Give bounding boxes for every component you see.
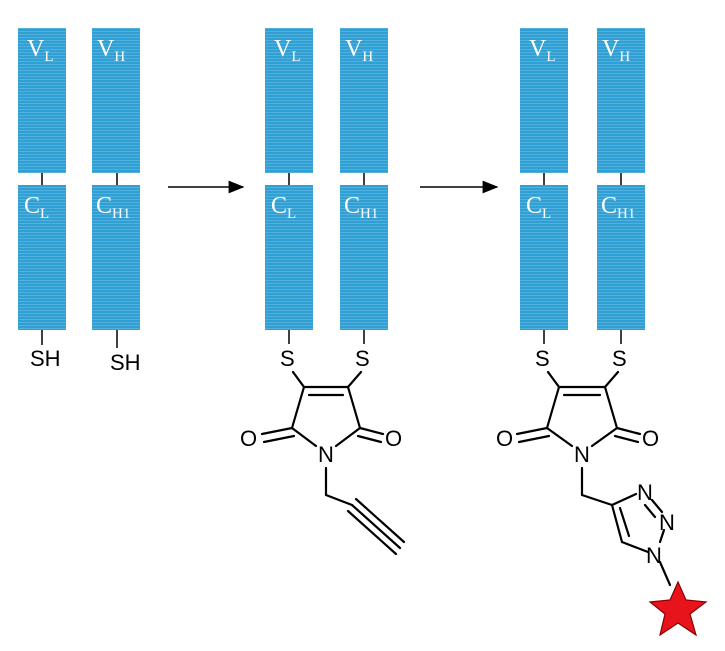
vh-label: V: [602, 36, 620, 62]
nitrogen: N: [318, 442, 334, 467]
oxygen-left: O: [240, 426, 257, 451]
triazole-n3: N: [637, 480, 653, 505]
svg-text:VL: VL: [529, 36, 556, 65]
svg-text:CL: CL: [271, 193, 296, 222]
thiol-heavy: SH: [110, 350, 141, 375]
ch1-domain: [92, 185, 140, 330]
cl-domain: [18, 185, 66, 330]
svg-text:VH: VH: [97, 36, 125, 65]
vl-label: V: [529, 36, 547, 62]
svg-text:CH1: CH1: [601, 193, 635, 222]
nitrogen: N: [574, 442, 590, 467]
red-star-icon: [648, 580, 708, 637]
cl-label: C: [271, 193, 287, 219]
cl-domain: [265, 185, 313, 330]
fab-fluorophore-conjugate: VL VH CL CH1 S S O O N: [496, 28, 708, 637]
triazole-linker: [580, 466, 672, 587]
fab-reduced: VL VH CL CH1 SH SH: [18, 28, 141, 375]
vh-label: V: [97, 36, 115, 62]
vl-label: V: [274, 36, 292, 62]
vl-domain: [18, 28, 66, 173]
vh-label: V: [345, 36, 363, 62]
sulfur-light: S: [535, 346, 550, 371]
oxygen-right: O: [642, 426, 659, 451]
cl-label: C: [24, 193, 40, 219]
ch1-label: C: [344, 193, 360, 219]
sulfur-light: S: [280, 346, 295, 371]
fab-alkyne-bridged: VL VH CL CH1 S S O O N: [240, 28, 406, 556]
svg-text:CH1: CH1: [344, 193, 378, 222]
vh-domain: [92, 28, 140, 173]
vl-domain: [520, 28, 568, 173]
svg-text:VL: VL: [27, 36, 54, 65]
svg-text:CL: CL: [526, 193, 551, 222]
triazole-n2: N: [659, 510, 675, 535]
svg-text:VL: VL: [274, 36, 301, 65]
maleimide-ring: [260, 370, 385, 448]
triazole-n1: N: [646, 543, 662, 568]
ch1-label: C: [601, 193, 617, 219]
ch1-label: C: [96, 193, 112, 219]
propargyl-alkyne: [324, 466, 406, 556]
svg-text:CL: CL: [24, 193, 49, 222]
vh-domain: [597, 28, 645, 173]
svg-text:CH1: CH1: [96, 193, 130, 222]
cl-domain: [520, 185, 568, 330]
svg-text:VH: VH: [345, 36, 373, 65]
vl-domain: [265, 28, 313, 173]
cl-label: C: [526, 193, 542, 219]
oxygen-right: O: [385, 426, 402, 451]
ch1-domain: [597, 185, 645, 330]
maleimide-ring: [515, 370, 642, 448]
sulfur-heavy: S: [612, 346, 627, 371]
vl-label: V: [27, 36, 45, 62]
sulfur-heavy: S: [355, 346, 370, 371]
oxygen-left: O: [496, 426, 513, 451]
vh-domain: [340, 28, 388, 173]
ch1-domain: [340, 185, 388, 330]
svg-text:VH: VH: [602, 36, 630, 65]
thiol-light: SH: [30, 346, 61, 371]
